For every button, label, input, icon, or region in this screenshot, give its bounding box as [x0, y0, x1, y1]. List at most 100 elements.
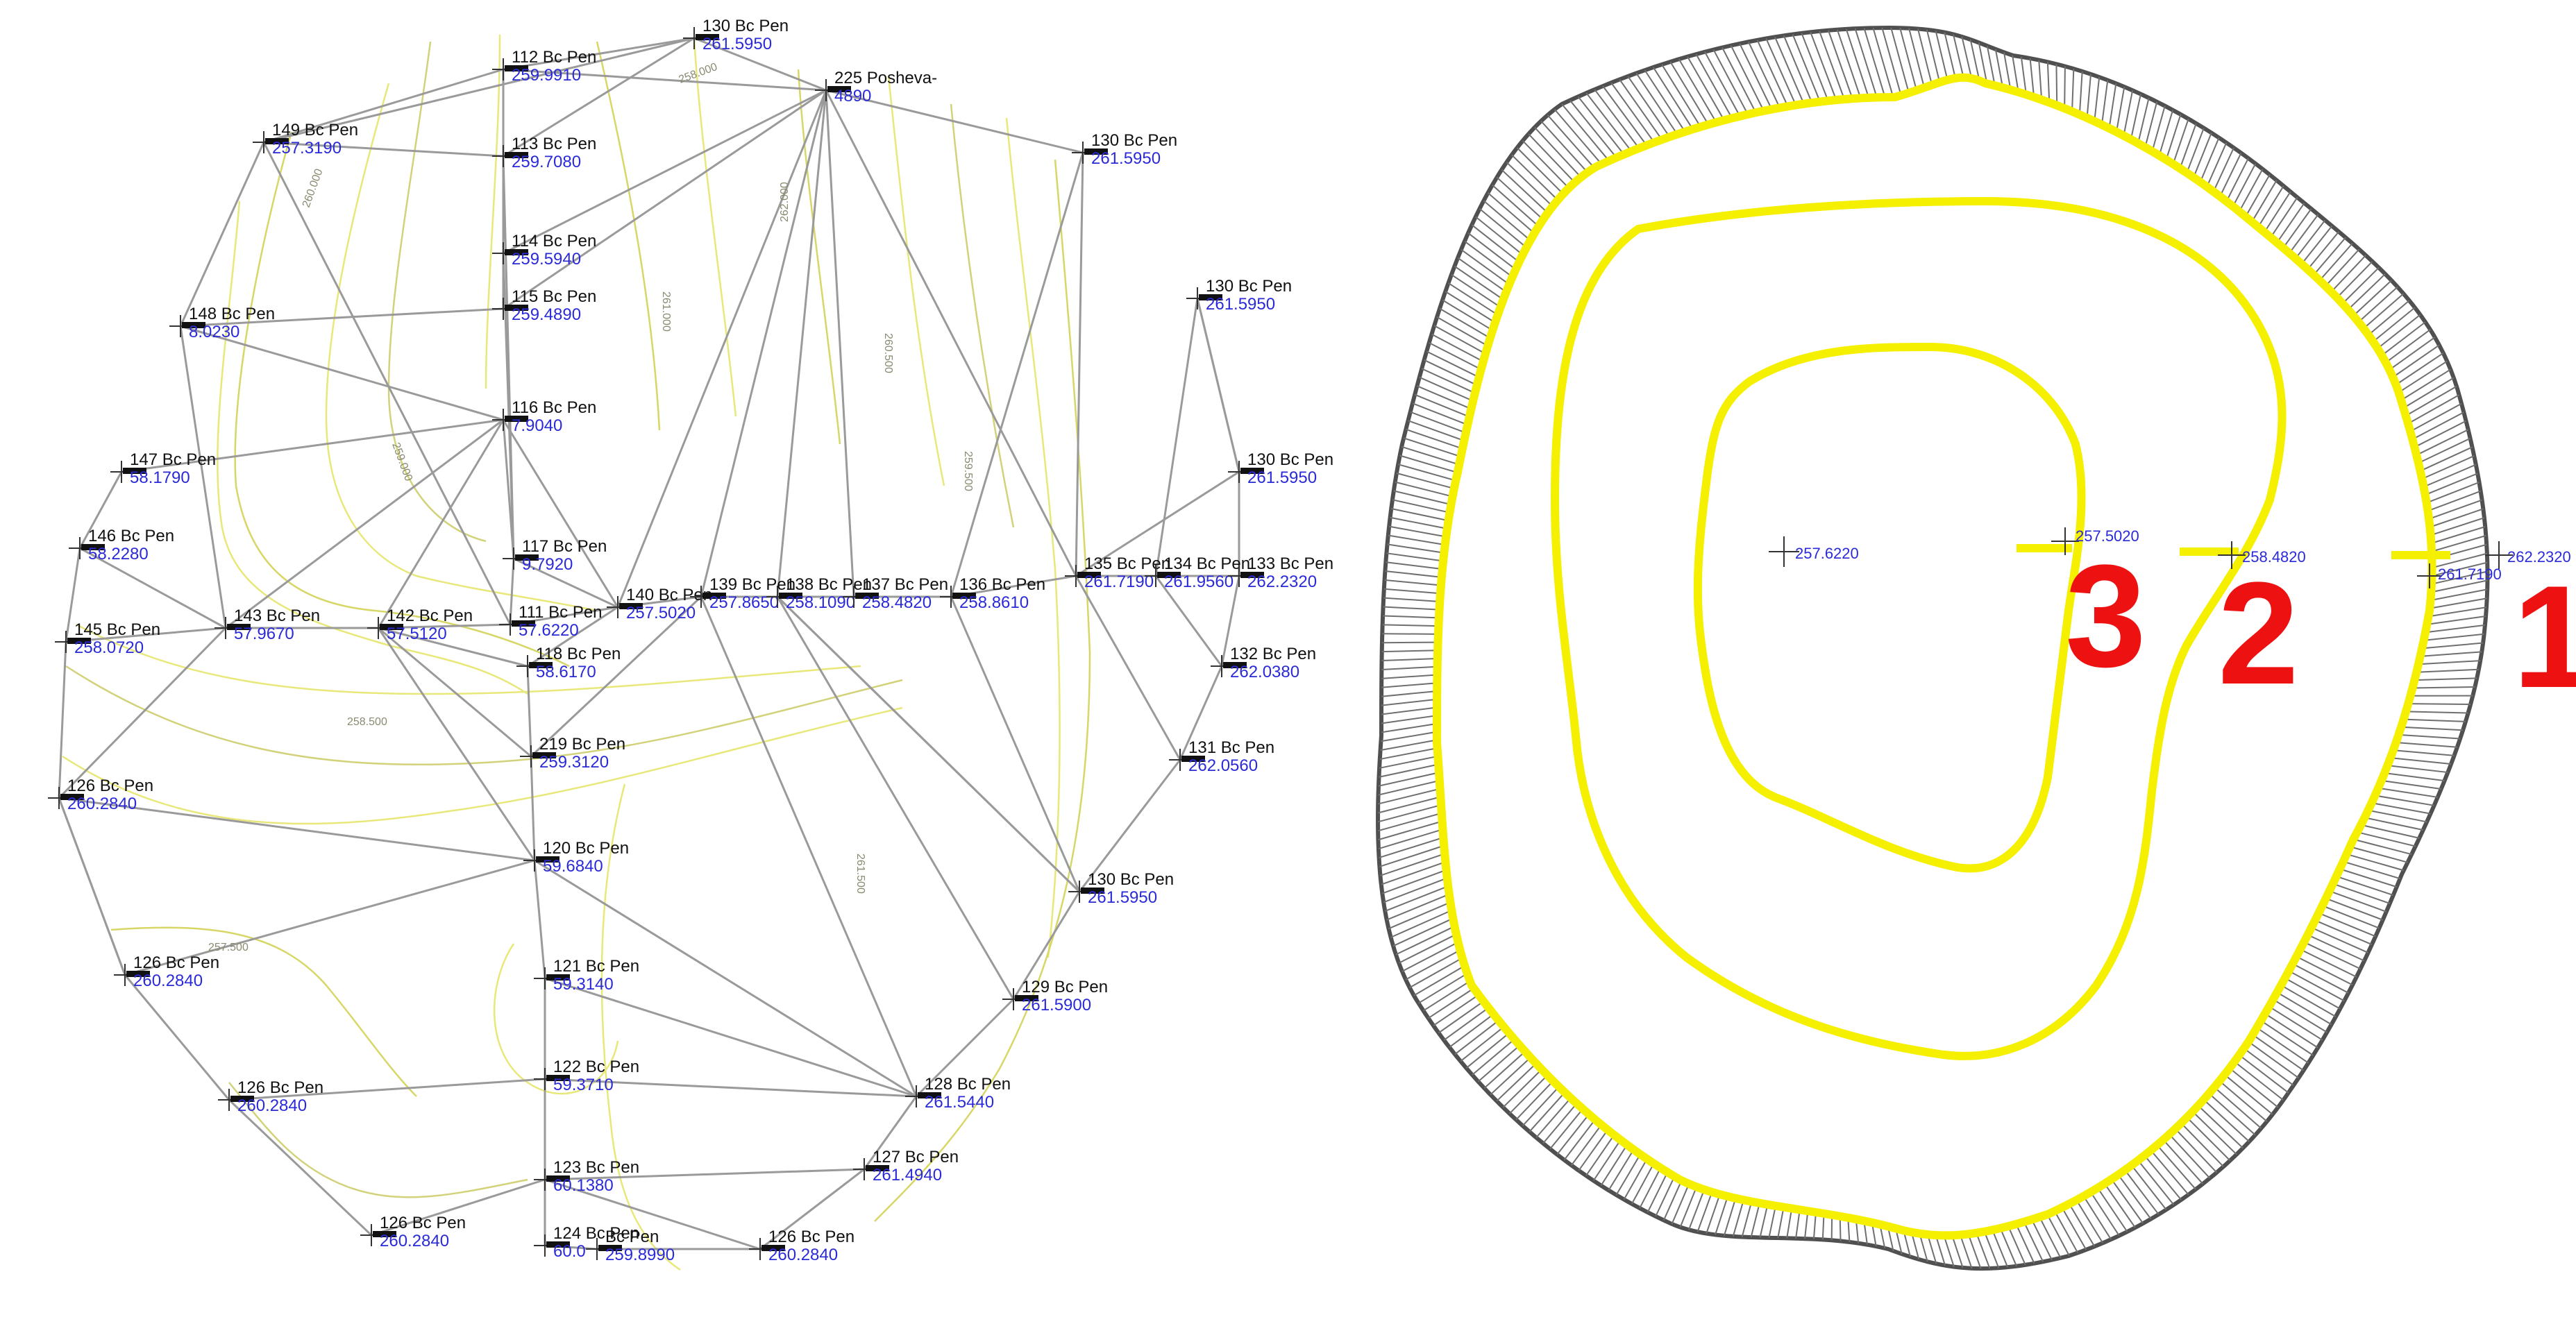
hatch-line — [1627, 76, 1671, 137]
hatch-line — [1381, 658, 1438, 662]
point-elevation: 261.7190 — [1084, 572, 1154, 591]
triangulation-edge — [121, 418, 504, 473]
hatch-line — [1615, 1154, 1641, 1196]
point-tick — [505, 249, 528, 255]
hatch-line — [1706, 1194, 1721, 1234]
hatch-line — [2186, 128, 2205, 173]
triangulation-edge — [371, 1178, 546, 1237]
hatch-line — [1919, 1233, 1928, 1262]
hatch-line — [2296, 956, 2353, 986]
hatch-line — [2046, 62, 2051, 103]
point-tick — [546, 1241, 570, 1248]
point-name: 120 Bc Pen — [543, 839, 629, 858]
contour-2-middle — [1550, 196, 2287, 1060]
hatch-line — [1388, 534, 1445, 546]
hatch-line — [2199, 137, 2220, 182]
contour-line — [493, 943, 619, 1095]
hatch-line — [2276, 203, 2305, 244]
hatch-line — [1496, 176, 1544, 221]
hatch-line — [2137, 1160, 2175, 1205]
hatch-line — [1721, 47, 1757, 113]
triangulation-edge — [776, 596, 1015, 1000]
hatch-line — [2071, 69, 2075, 112]
hatch-line — [2307, 934, 2365, 962]
hatch-line — [1522, 140, 1569, 189]
hatch-line — [2381, 321, 2426, 357]
hatch-line — [1390, 507, 1449, 522]
hatch-line — [1577, 96, 1625, 155]
hatch-line — [2260, 1020, 2314, 1056]
contour-label: 259.000 — [389, 441, 414, 483]
hatch-line — [2389, 337, 2436, 371]
hatch-line — [2020, 56, 2027, 95]
contour-line — [325, 83, 598, 612]
point-tick — [529, 662, 553, 668]
point-tick — [1084, 148, 1108, 155]
hatch-line — [1383, 615, 1439, 619]
hatch-line — [1917, 28, 1933, 85]
hatch-line — [1610, 82, 1655, 143]
hatch-line — [1661, 64, 1701, 128]
point-tick — [230, 1096, 254, 1102]
point-tick — [1081, 888, 1104, 894]
hatch-line — [1795, 1209, 1801, 1239]
hatch-line — [2318, 243, 2353, 281]
hatch-line — [1413, 965, 1465, 996]
hatch-line — [1529, 1092, 1565, 1132]
hatch-line — [1819, 31, 1845, 100]
contour-label: 260.000 — [301, 167, 326, 209]
point-tick — [536, 856, 559, 863]
hatch-line — [1378, 788, 1440, 805]
point-elevation: 261.5440 — [925, 1093, 994, 1112]
hatch-line — [2392, 344, 2440, 378]
hatch-line — [1854, 28, 1878, 98]
hatch-line — [1872, 27, 1894, 98]
hatch-line — [2426, 482, 2480, 504]
hatch-line — [2307, 231, 2340, 270]
hatch-line — [1383, 597, 1440, 602]
hatch-line — [2268, 1005, 2323, 1041]
point-elevation: 257.3190 — [272, 139, 342, 158]
hatch-line — [1496, 1062, 1537, 1102]
triangulation-edge — [179, 325, 227, 629]
hatch-line — [2398, 733, 2461, 740]
point-tick — [546, 1075, 570, 1081]
contour-line — [228, 1082, 528, 1198]
point-tick — [60, 794, 84, 800]
hatch-line — [2144, 1155, 2182, 1200]
hatch-line — [2295, 219, 2326, 260]
hatch-line — [1383, 877, 1448, 903]
hatch-line — [2322, 905, 2380, 929]
triangulation-edge — [78, 471, 123, 549]
point-tick — [918, 1092, 941, 1098]
hatch-line — [1986, 45, 1996, 86]
point-elevation: 60.1380 — [553, 1176, 614, 1195]
hatch-line — [1704, 51, 1741, 117]
hatch-line — [2339, 868, 2397, 888]
hatch-line — [2387, 765, 2448, 774]
point-tick — [123, 468, 146, 474]
hatch-line — [1679, 1187, 1697, 1228]
hatch-line — [1417, 385, 1472, 410]
hatch-line — [1774, 36, 1805, 105]
hatch-line — [2375, 795, 2434, 806]
hatch-line — [2390, 757, 2452, 765]
point-elevation: 262.0380 — [1230, 663, 1299, 681]
hatch-line — [1377, 804, 1442, 823]
hatch-line — [1449, 1013, 1495, 1048]
hatch-line — [2206, 142, 2228, 187]
hatch-line — [2256, 1027, 2309, 1064]
hatch-line — [2422, 642, 2484, 649]
hatch-line — [2219, 1080, 2268, 1122]
triangulation-edge — [1075, 575, 1181, 761]
